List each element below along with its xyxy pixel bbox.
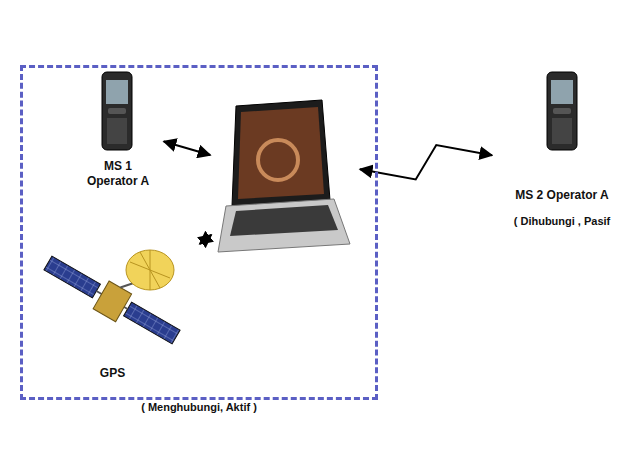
node-label: GPS — [100, 366, 125, 380]
laptop-icon — [218, 100, 350, 252]
wireless-link — [360, 145, 492, 179]
dish-ribs — [130, 250, 170, 290]
node-label: MS 1 Operator A — [79, 159, 157, 188]
phone-node: MS 1 Operator A — [78, 68, 158, 188]
phone-icon — [547, 72, 577, 150]
link-arrow — [164, 141, 210, 155]
dish — [126, 250, 174, 290]
caption-label: ( Menghubungi, Aktif ) — [23, 401, 375, 414]
phone-icon — [102, 72, 132, 150]
node-label: ( Dihubungi , Pasif — [514, 215, 611, 228]
node-label: MS 2 Operator A — [515, 188, 609, 202]
phone-node: MS 2 Operator A ( Dihubungi , Pasif — [498, 68, 626, 228]
link-arrow — [200, 235, 212, 244]
satellite-icon — [39, 235, 192, 351]
group-region: ( Menghubungi, Aktif )MS 1 Operator AGPS — [20, 65, 378, 400]
satellite-node: GPS — [30, 245, 195, 380]
laptop-node — [216, 98, 354, 256]
